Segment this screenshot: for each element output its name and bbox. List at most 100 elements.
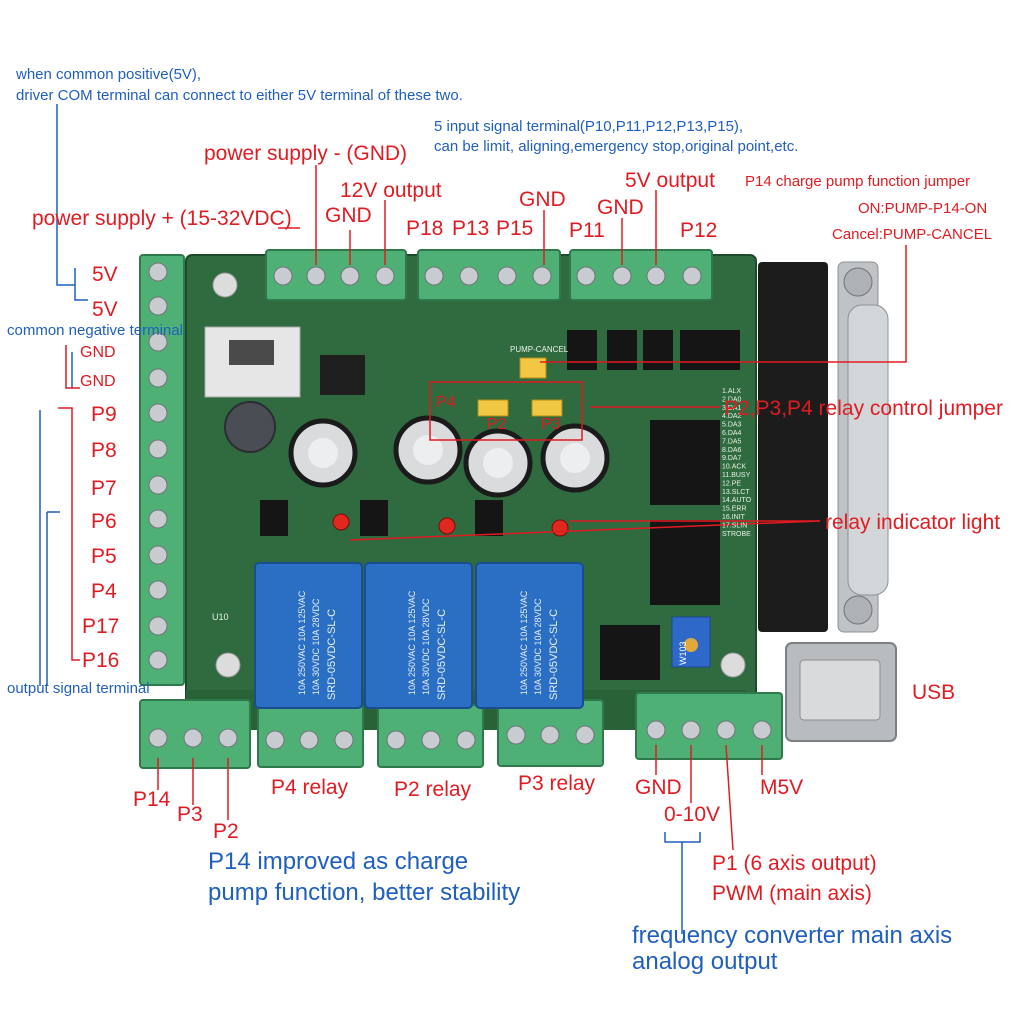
db25-pin-label: 12.PE bbox=[722, 480, 741, 487]
db25-connector bbox=[758, 261, 889, 633]
screw-terminal[interactable] bbox=[421, 730, 441, 750]
screw-terminal[interactable] bbox=[148, 616, 168, 636]
note-freq-converter-line1: frequency converter main axis bbox=[632, 922, 953, 949]
bottom-terminal-p2-relay bbox=[377, 704, 484, 768]
screw-terminal[interactable] bbox=[148, 650, 168, 670]
db25-pin-label: 10.ACK bbox=[722, 464, 746, 471]
screw-terminal[interactable] bbox=[334, 730, 354, 750]
screw-terminal[interactable] bbox=[612, 266, 632, 286]
screw-terminal[interactable] bbox=[386, 730, 406, 750]
silkscreen-u10: U10 bbox=[212, 612, 229, 622]
screw-terminal[interactable] bbox=[183, 728, 203, 748]
screw-terminal[interactable] bbox=[148, 439, 168, 459]
jumper-p3[interactable] bbox=[531, 399, 563, 417]
screw-terminal[interactable] bbox=[456, 730, 476, 750]
screw-terminal[interactable] bbox=[148, 296, 168, 316]
label-left-p8: P8 bbox=[91, 439, 117, 462]
label-p15: P15 bbox=[496, 217, 534, 240]
screw-terminal[interactable] bbox=[497, 266, 517, 286]
screw-terminal[interactable] bbox=[682, 266, 702, 286]
screw-terminal[interactable] bbox=[506, 725, 526, 745]
screw-terminal[interactable] bbox=[148, 403, 168, 423]
label-bottom-p3: P3 bbox=[177, 803, 203, 826]
label-p2-relay: P2 relay bbox=[394, 778, 472, 801]
potentiometer[interactable] bbox=[671, 616, 711, 668]
db25-pin-label: 5.DA3 bbox=[722, 422, 742, 429]
screw-terminal[interactable] bbox=[148, 368, 168, 388]
relay-rating-text: 10A 30VDC 10A 28VDC bbox=[311, 598, 321, 695]
screw-terminal[interactable] bbox=[148, 262, 168, 282]
screw-terminal[interactable] bbox=[148, 509, 168, 529]
relay-rating-text: 10A 30VDC 10A 28VDC bbox=[533, 598, 543, 695]
label-p4-relay: P4 relay bbox=[271, 776, 349, 799]
label-left-p17: P17 bbox=[82, 615, 120, 638]
screw-terminal[interactable] bbox=[148, 728, 168, 748]
db25-pin-label: 3.DA1 bbox=[722, 405, 742, 412]
screw-terminal[interactable] bbox=[646, 720, 666, 740]
screw-terminal[interactable] bbox=[681, 720, 701, 740]
mark-jumper-p2: P2 bbox=[487, 416, 507, 433]
relay-rating-text: 10A 30VDC 10A 28VDC bbox=[421, 598, 431, 695]
db25-pin-label: 6.DA4 bbox=[722, 430, 742, 437]
note-p1-output-line1: P1 (6 axis output) bbox=[712, 852, 877, 875]
screw-terminal[interactable] bbox=[646, 266, 666, 286]
jumper-pump[interactable] bbox=[519, 357, 547, 379]
capacitor bbox=[288, 418, 358, 488]
db25-pin-label: 9.DA7 bbox=[722, 455, 742, 462]
db25-pin-label: 14.AUTO bbox=[722, 497, 752, 504]
mounting-hole bbox=[720, 652, 746, 678]
screw-terminal[interactable] bbox=[218, 728, 238, 748]
db25-pin-label: 17.SLIN bbox=[722, 522, 747, 529]
screw-terminal[interactable] bbox=[540, 725, 560, 745]
screw-terminal[interactable] bbox=[306, 266, 326, 286]
label-left-p6: P6 bbox=[91, 510, 117, 533]
label-gnd-inputs-b: GND bbox=[597, 196, 644, 219]
screw-terminal[interactable] bbox=[752, 720, 772, 740]
mounting-hole bbox=[215, 652, 241, 678]
bottom-terminal-p4-relay bbox=[257, 704, 364, 768]
relay-indicator-led bbox=[438, 517, 456, 535]
screw-terminal[interactable] bbox=[424, 266, 444, 286]
label-left-5v-2: 5V bbox=[92, 298, 118, 321]
db25-pin-label: 15.ERR bbox=[722, 506, 747, 513]
top-terminal-inputs-b bbox=[569, 249, 713, 301]
label-p13: P13 bbox=[452, 217, 490, 240]
jumper-frame bbox=[429, 381, 583, 441]
label-relay-indicator: relay indicator light bbox=[825, 511, 1001, 534]
annotation-lines-blue bbox=[39, 104, 701, 934]
top-terminal-inputs-a bbox=[417, 249, 561, 301]
db25-pin-label: 13.SLCT bbox=[722, 489, 750, 496]
screw-terminal[interactable] bbox=[340, 266, 360, 286]
relay-indicator-led bbox=[551, 519, 569, 537]
screw-terminal[interactable] bbox=[148, 332, 168, 352]
screw-terminal[interactable] bbox=[459, 266, 479, 286]
label-12v-output: 12V output bbox=[340, 179, 442, 202]
screw-terminal[interactable] bbox=[265, 730, 285, 750]
screw-terminal[interactable] bbox=[148, 580, 168, 600]
note-common-negative: common negative terminal bbox=[7, 322, 183, 339]
screw-terminal[interactable] bbox=[532, 266, 552, 286]
bottom-terminal-p14-p3-p2 bbox=[139, 699, 251, 769]
screw-terminal[interactable] bbox=[148, 545, 168, 565]
label-usb: USB bbox=[912, 681, 956, 704]
screw-terminal[interactable] bbox=[575, 725, 595, 745]
label-gnd-inputs-a: GND bbox=[519, 188, 566, 211]
screw-terminal[interactable] bbox=[299, 730, 319, 750]
db25-pin-label: 7.DA5 bbox=[722, 438, 742, 445]
jumper-p4[interactable] bbox=[477, 399, 509, 417]
screw-terminal[interactable] bbox=[716, 720, 736, 740]
label-left-gnd-1: GND bbox=[80, 344, 116, 361]
screw-terminal[interactable] bbox=[375, 266, 395, 286]
label-left-p9: P9 bbox=[91, 403, 117, 426]
ic-chip bbox=[680, 330, 740, 370]
relay-p2 bbox=[364, 562, 473, 709]
label-left-gnd-2: GND bbox=[80, 373, 116, 390]
screw-terminal[interactable] bbox=[576, 266, 596, 286]
screw-terminal[interactable] bbox=[148, 475, 168, 495]
db25-pin-label: 4.DA2 bbox=[722, 413, 742, 420]
screw-terminal[interactable] bbox=[273, 266, 293, 286]
optocoupler bbox=[475, 500, 503, 536]
ic-chip bbox=[567, 330, 597, 370]
label-bottom-p14: P14 bbox=[133, 788, 171, 811]
capacitor bbox=[393, 415, 463, 485]
